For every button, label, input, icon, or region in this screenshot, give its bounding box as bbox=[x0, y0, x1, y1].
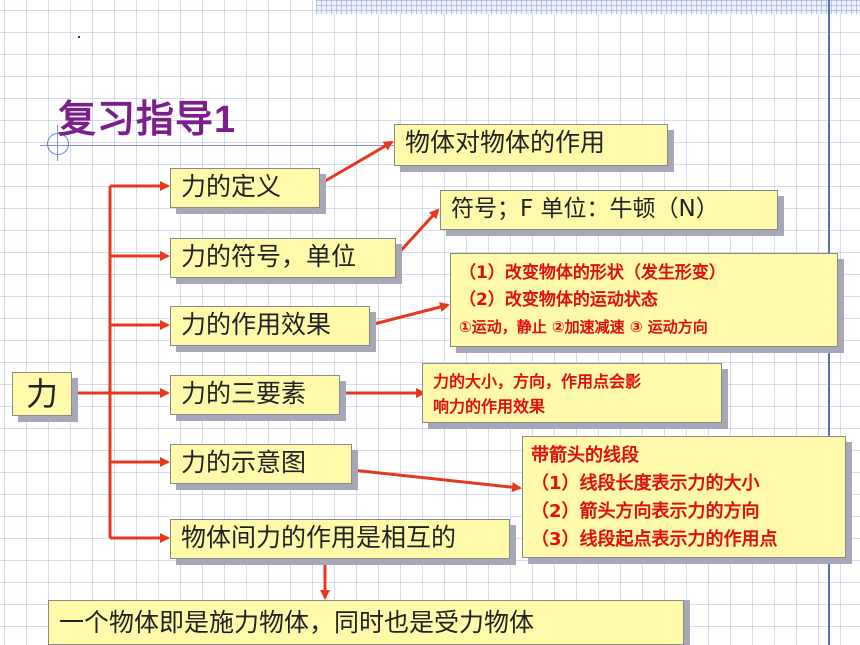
node-definition: 力的定义 bbox=[170, 168, 320, 208]
root-label: 力 bbox=[25, 375, 58, 413]
detail-line: 力的大小，方向，作用点会影 bbox=[433, 372, 642, 391]
detail-diagram: 带箭头的线段 （1）线段长度表示力的大小 （2）箭头方向表示力的方向 （3）线段… bbox=[522, 436, 846, 558]
detail-three-elements: 力的大小，方向，作用点会影 响力的作用效果 bbox=[422, 363, 722, 423]
node-mutual: 物体间力的作用是相互的 bbox=[170, 519, 510, 559]
decorative-circle bbox=[47, 133, 69, 155]
node-label: 力的符号，单位 bbox=[181, 242, 357, 271]
detail-line: （2）箭头方向表示力的方向 bbox=[531, 501, 760, 522]
node-label: 力的三要素 bbox=[181, 379, 307, 408]
detail-mutual: 一个物体即是施力物体，同时也是受力物体 bbox=[48, 600, 684, 645]
horizontal-decorative-line bbox=[40, 145, 440, 146]
decorative-dot bbox=[78, 36, 80, 38]
decorative-crosshair bbox=[57, 125, 58, 161]
node-label: 力的定义 bbox=[181, 172, 282, 201]
node-three-elements: 力的三要素 bbox=[170, 375, 340, 415]
slide-title: 复习指导1 bbox=[58, 99, 237, 141]
detail-symbol-unit: 符号；F 单位：牛顿（N） bbox=[440, 190, 778, 230]
detail-definition: 物体对物体的作用 bbox=[394, 124, 668, 166]
detail-line: 响力的作用效果 bbox=[433, 397, 546, 416]
detail-line: （1）改变物体的形状（发生形变） bbox=[459, 263, 726, 283]
node-label: 物体间力的作用是相互的 bbox=[181, 523, 457, 552]
node-diagram: 力的示意图 bbox=[170, 444, 352, 484]
detail-line: （1）线段长度表示力的大小 bbox=[531, 473, 760, 494]
detail-text: 一个物体即是施力物体，同时也是受力物体 bbox=[59, 608, 535, 637]
node-label: 力的作用效果 bbox=[181, 310, 332, 339]
node-label: 力的示意图 bbox=[181, 448, 307, 477]
detail-line: （3）线段起点表示力的作用点 bbox=[531, 529, 778, 550]
detail-effect: （1）改变物体的形状（发生形变） （2）改变物体的运动状态 ①运动，静止 ②加速… bbox=[450, 253, 838, 347]
detail-line: （2）改变物体的运动状态 bbox=[459, 290, 658, 310]
root-node: 力 bbox=[12, 372, 72, 416]
node-symbol-unit: 力的符号，单位 bbox=[170, 238, 396, 278]
detail-line: 带箭头的线段 bbox=[531, 445, 639, 466]
detail-text: 符号；F 单位：牛顿（N） bbox=[451, 196, 719, 222]
detail-text: 物体对物体的作用 bbox=[405, 128, 606, 157]
detail-line: ①运动，静止 ②加速减速 ③ 运动方向 bbox=[459, 318, 708, 336]
top-decorative-band bbox=[316, 0, 860, 14]
node-effect: 力的作用效果 bbox=[170, 306, 370, 346]
